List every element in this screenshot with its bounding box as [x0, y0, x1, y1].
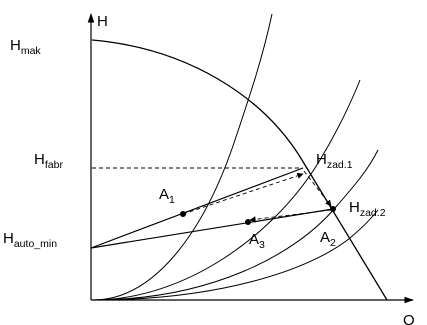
- point-a2: [330, 206, 336, 212]
- label-h-mak: Hmak: [10, 37, 41, 57]
- system-curve-1: [92, 13, 273, 301]
- label-a1: A1: [159, 186, 175, 206]
- dashed-arrow-a1-to-hzad1: [182, 172, 304, 215]
- control-line-upper: [90, 167, 304, 249]
- label-h-zad-1: Hzad.1: [316, 151, 353, 171]
- pump-characteristic-curve: [91, 39, 388, 301]
- label-h-fabr: Hfabr: [34, 151, 63, 171]
- label-h-auto-min: Hauto_min: [3, 230, 57, 250]
- system-curve-3: [92, 149, 379, 301]
- x-axis-label: Q: [403, 312, 415, 325]
- point-a3: [245, 219, 251, 225]
- system-curve-2: [92, 79, 361, 301]
- label-h-zad-2: Hzad.2: [349, 199, 386, 219]
- point-a1: [180, 211, 186, 217]
- y-axis-label: H: [97, 13, 108, 30]
- system-curve-4: [92, 209, 379, 301]
- label-a2: A2: [320, 229, 336, 249]
- control-line-lower: [90, 208, 334, 249]
- dashed-arrow-hzad1-to-a2: [303, 170, 332, 207]
- label-a3: A3: [249, 231, 265, 251]
